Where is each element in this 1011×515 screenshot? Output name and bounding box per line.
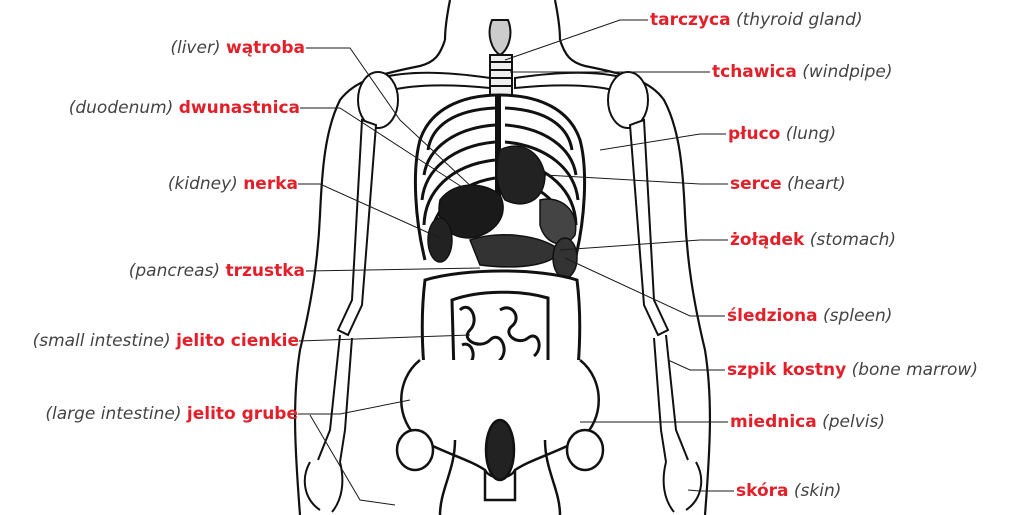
label-small-intestine: (small intestine) jelito cienkie — [33, 331, 299, 351]
label-pancreas: (pancreas) trzustka — [129, 261, 305, 281]
label-duodenum: (duodenum) dwunastnica — [69, 98, 300, 118]
label-spleen-pl: śledziona — [727, 306, 818, 326]
label-heart-pl: serce — [730, 174, 782, 194]
label-lung-pl: płuco — [728, 124, 780, 144]
label-pancreas-en: (pancreas) — [129, 261, 220, 281]
label-spleen: śledziona (spleen) — [727, 306, 892, 326]
label-stomach-en: (stomach) — [810, 230, 896, 250]
label-large-intestine-en: (large intestine) — [45, 404, 181, 424]
label-pelvis-pl: miednica — [730, 412, 817, 432]
label-pelvis-en: (pelvis) — [822, 412, 885, 432]
label-pancreas-pl: trzustka — [225, 261, 305, 281]
label-heart-en: (heart) — [787, 174, 846, 194]
neck — [490, 20, 512, 95]
label-pelvis: miednica (pelvis) — [730, 412, 885, 432]
label-kidney-pl: nerka — [243, 174, 298, 194]
label-thyroid: tarczyca (thyroid gland) — [650, 10, 863, 30]
label-skin-en: (skin) — [794, 481, 841, 501]
label-duodenum-en: (duodenum) — [69, 98, 174, 118]
label-small-intestine-en: (small intestine) — [33, 331, 171, 351]
label-skin-pl: skóra — [736, 481, 789, 501]
label-windpipe-pl: tchawica — [712, 62, 797, 82]
label-stomach: żołądek (stomach) — [730, 230, 896, 250]
label-liver-pl: wątroba — [226, 38, 305, 58]
label-large-intestine-pl: jelito grube — [187, 404, 298, 424]
label-thyroid-en: (thyroid gland) — [736, 10, 863, 30]
label-small-intestine-pl: jelito cienkie — [176, 331, 299, 351]
label-bone-marrow-pl: szpik kostny — [727, 360, 846, 380]
label-large-intestine: (large intestine) jelito grube — [45, 404, 298, 424]
label-heart: serce (heart) — [730, 174, 846, 194]
pelvis-shape — [397, 360, 603, 515]
label-windpipe-en: (windpipe) — [802, 62, 892, 82]
label-lung: płuco (lung) — [728, 124, 836, 144]
organs — [428, 146, 577, 278]
label-windpipe: tchawica (windpipe) — [712, 62, 893, 82]
label-kidney-en: (kidney) — [168, 174, 238, 194]
label-thyroid-pl: tarczyca — [650, 10, 731, 30]
label-duodenum-pl: dwunastnica — [179, 98, 300, 118]
label-bone-marrow: szpik kostny (bone marrow) — [727, 360, 978, 380]
label-skin: skóra (skin) — [736, 481, 841, 501]
label-liver-en: (liver) — [170, 38, 220, 58]
label-spleen-en: (spleen) — [823, 306, 892, 326]
label-bone-marrow-en: (bone marrow) — [852, 360, 978, 380]
label-lung-en: (lung) — [786, 124, 836, 144]
label-liver: (liver) wątroba — [170, 38, 305, 58]
label-stomach-pl: żołądek — [730, 230, 804, 250]
label-kidney: (kidney) nerka — [168, 174, 298, 194]
